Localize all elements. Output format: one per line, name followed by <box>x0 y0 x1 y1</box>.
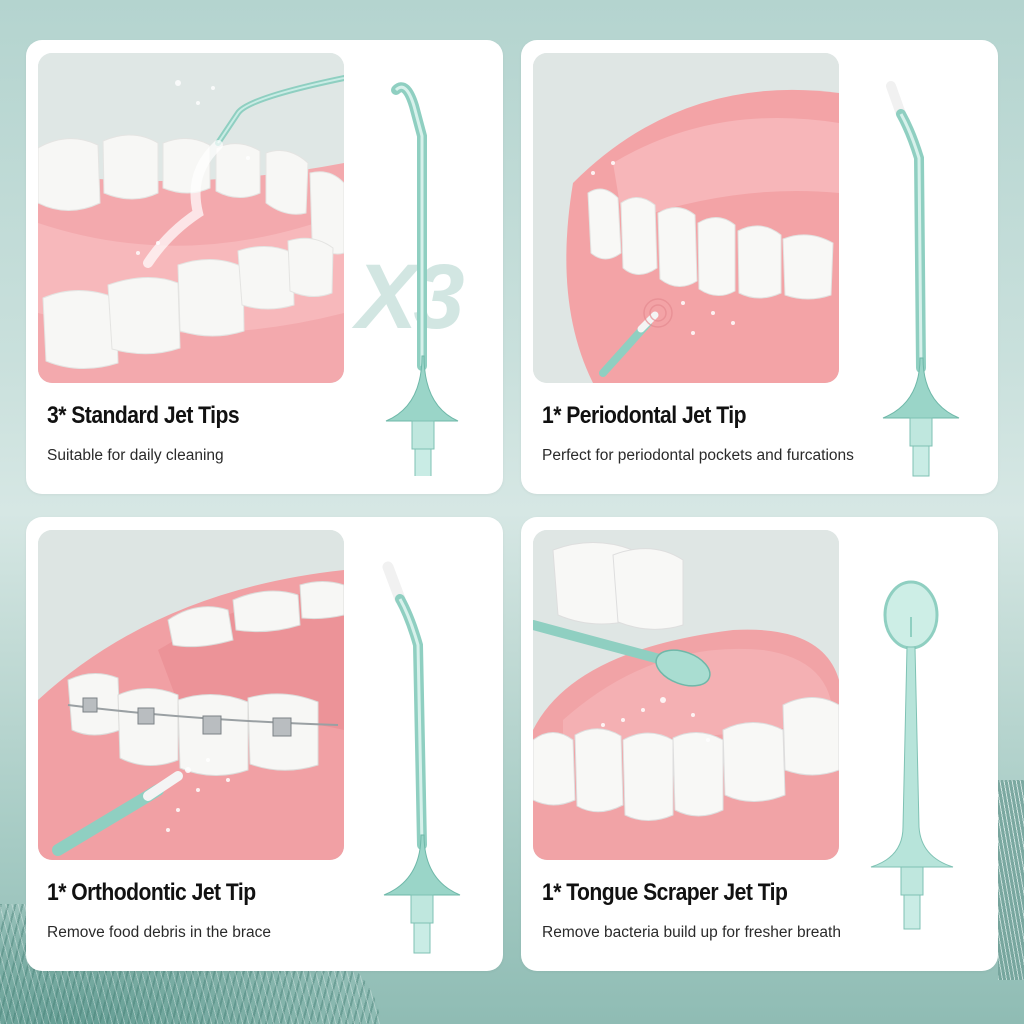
gumline-cleaning-illustration <box>533 53 839 383</box>
periodontal-jet-tip-icon <box>875 78 975 478</box>
standard-jet-tip-icon <box>376 76 476 476</box>
quantity-watermark: X3 <box>356 246 465 348</box>
card-standard-jet-tips: X3 3* Standard Jet Tips Suitable for dai… <box>26 40 503 494</box>
photo-tongue-scraping <box>533 530 839 860</box>
card-title: 1* Orthodontic Jet Tip <box>47 879 256 906</box>
card-tongue-scraper-jet-tip: 1* Tongue Scraper Jet Tip Remove bacteri… <box>521 517 998 971</box>
teeth-water-jet-illustration <box>38 53 344 383</box>
photo-orthodontic-cleaning <box>38 530 344 860</box>
photo-periodontal-cleaning <box>533 53 839 383</box>
braces-cleaning-illustration <box>38 530 344 860</box>
card-subtitle: Remove bacteria build up for fresher bre… <box>542 924 841 941</box>
card-subtitle: Suitable for daily cleaning <box>47 447 224 464</box>
card-title: 3* Standard Jet Tips <box>47 402 240 429</box>
card-periodontal-jet-tip: 1* Periodontal Jet Tip Perfect for perio… <box>521 40 998 494</box>
card-orthodontic-jet-tip: 1* Orthodontic Jet Tip Remove food debri… <box>26 517 503 971</box>
photo-standard-cleaning <box>38 53 344 383</box>
orthodontic-jet-tip-icon <box>376 555 476 955</box>
card-title: 1* Periodontal Jet Tip <box>542 402 746 429</box>
card-title: 1* Tongue Scraper Jet Tip <box>542 879 788 906</box>
tongue-scraper-jet-tip-icon <box>863 577 963 977</box>
tongue-cleaning-illustration <box>533 530 839 860</box>
background-grass-right <box>998 780 1024 980</box>
card-subtitle: Remove food debris in the brace <box>47 924 272 941</box>
card-subtitle: Perfect for periodontal pockets and furc… <box>542 447 854 464</box>
